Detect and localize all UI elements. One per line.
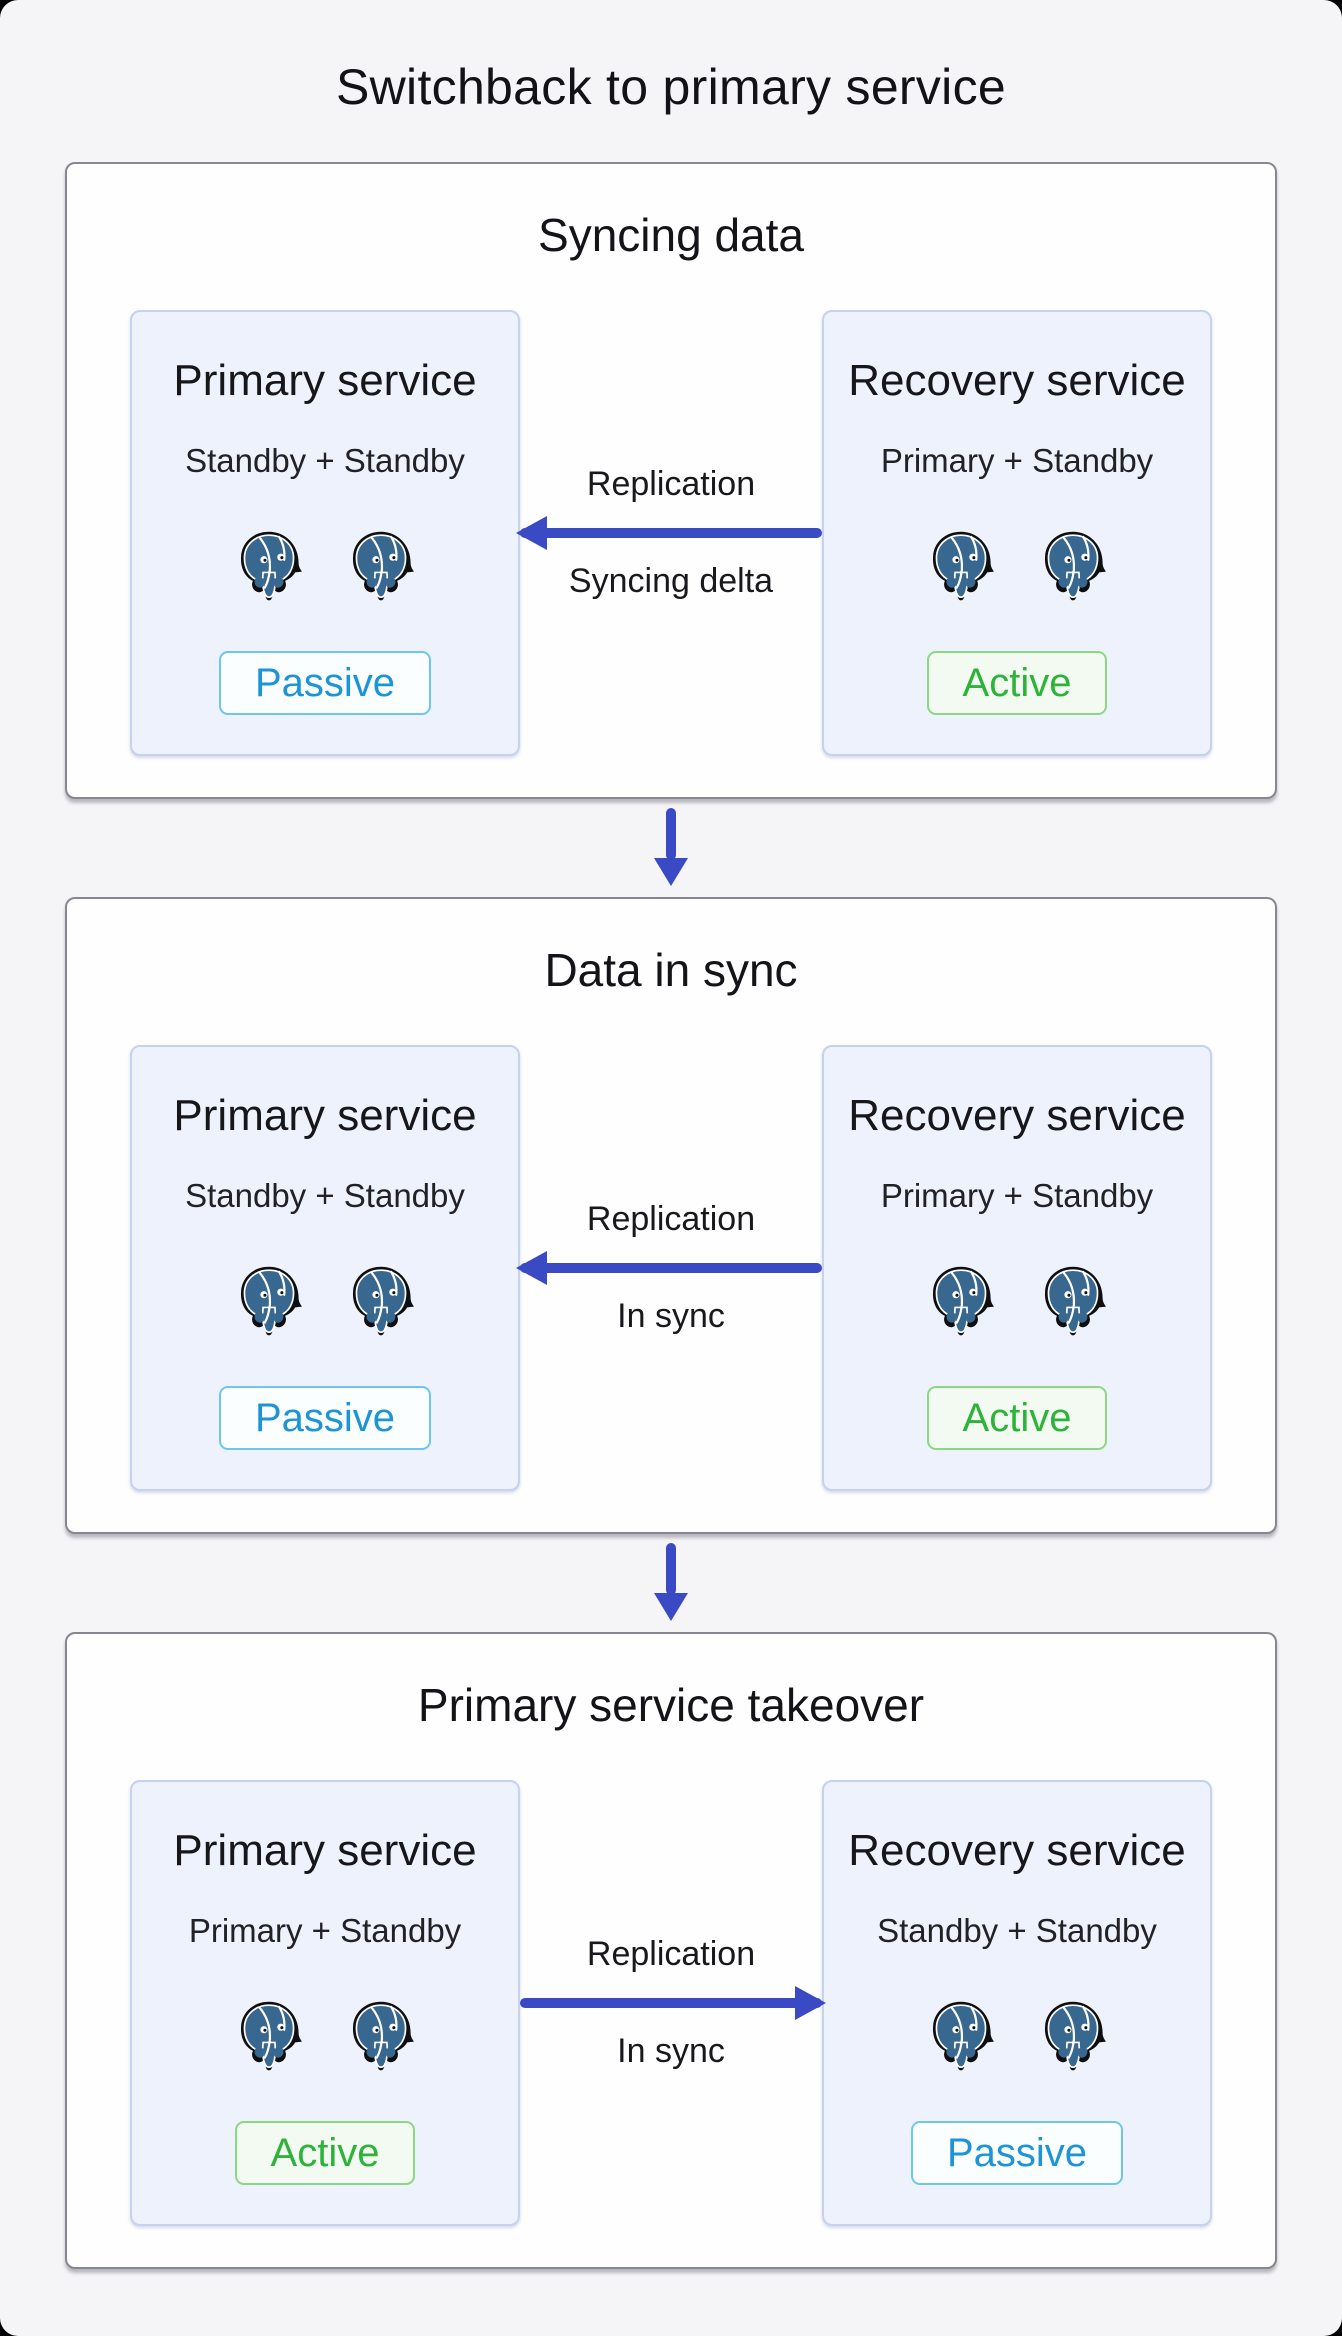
service-subtitle: Standby + Standby [185, 1177, 465, 1214]
postgresql-elephant-icon [348, 1265, 414, 1338]
service-card-recovery: Recovery service Standby + Standby Passi… [822, 1780, 1212, 2226]
service-subtitle: Primary + Standby [188, 1912, 462, 1949]
status-badge: Passive [218, 1386, 432, 1450]
postgresql-elephant-icon [348, 530, 414, 603]
stage-title: Data in sync [544, 944, 798, 996]
stage-connector [0, 1534, 1342, 1632]
replication-arrow-left-icon [520, 1263, 822, 1273]
postgresql-elephant-icon [236, 1265, 302, 1338]
database-icons [928, 2000, 1106, 2073]
postgresql-elephant-icon [1040, 1265, 1106, 1338]
stage-connector [0, 799, 1342, 897]
postgresql-elephant-icon [928, 530, 994, 603]
replication-arrow-right-icon [520, 1998, 822, 2008]
arrow-label-top: Replication [586, 465, 756, 503]
replication-arrow-group: Replication In sync [520, 1200, 822, 1336]
postgresql-elephant-icon [1040, 2000, 1106, 2073]
service-subtitle: Primary + Standby [880, 1177, 1154, 1214]
arrow-label-top: Replication [586, 1200, 756, 1238]
stage-panel-data-in-sync: Data in sync Primary service Standby + S… [65, 897, 1277, 1534]
service-title: Primary service [173, 356, 477, 405]
service-subtitle: Primary + Standby [880, 442, 1154, 479]
replication-arrow-left-icon [520, 528, 822, 538]
diagram-title: Switchback to primary service [335, 59, 1006, 115]
postgresql-elephant-icon [236, 2000, 302, 2073]
status-badge: Active [926, 651, 1108, 715]
status-badge: Active [234, 2121, 416, 2185]
stage-row: Primary service Primary + Standby Active… [67, 1780, 1275, 2226]
postgresql-elephant-icon [1040, 530, 1106, 603]
service-card-recovery: Recovery service Primary + Standby Activ… [822, 310, 1212, 756]
database-icons [236, 530, 414, 603]
stage-row: Primary service Standby + Standby Passiv… [67, 310, 1275, 756]
database-icons [928, 530, 1106, 603]
stage-panel-syncing-data: Syncing data Primary service Standby + S… [65, 162, 1277, 799]
stage-panel-primary-takeover: Primary service takeover Primary service… [65, 1632, 1277, 2269]
service-card-recovery: Recovery service Primary + Standby Activ… [822, 1045, 1212, 1491]
postgresql-elephant-icon [236, 530, 302, 603]
database-icons [928, 1265, 1106, 1338]
service-title: Primary service [173, 1091, 477, 1140]
postgresql-elephant-icon [928, 2000, 994, 2073]
service-subtitle: Standby + Standby [877, 1912, 1157, 1949]
service-title: Primary service [173, 1826, 477, 1875]
replication-arrow-group: Replication In sync [520, 1935, 822, 2071]
postgresql-elephant-icon [928, 1265, 994, 1338]
service-title: Recovery service [848, 1826, 1186, 1875]
service-title: Recovery service [848, 356, 1186, 405]
postgresql-elephant-icon [348, 2000, 414, 2073]
stage-title: Syncing data [538, 209, 804, 261]
database-icons [236, 1265, 414, 1338]
status-badge: Active [926, 1386, 1108, 1450]
service-card-primary: Primary service Standby + Standby Passiv… [130, 310, 520, 756]
arrow-label-bottom: Syncing delta [568, 562, 774, 600]
database-icons [236, 2000, 414, 2073]
replication-arrow-group: Replication Syncing delta [520, 465, 822, 601]
arrow-label-bottom: In sync [617, 2032, 725, 2070]
arrow-label-bottom: In sync [617, 1297, 725, 1335]
status-badge: Passive [218, 651, 432, 715]
service-subtitle: Standby + Standby [185, 442, 465, 479]
service-card-primary: Primary service Standby + Standby Passiv… [130, 1045, 520, 1491]
arrow-label-top: Replication [586, 1935, 756, 1973]
service-card-primary: Primary service Primary + Standby Active [130, 1780, 520, 2226]
down-arrow-icon [654, 1543, 688, 1621]
service-title: Recovery service [848, 1091, 1186, 1140]
down-arrow-icon [654, 808, 688, 886]
stage-title: Primary service takeover [417, 1679, 925, 1731]
stage-row: Primary service Standby + Standby Passiv… [67, 1045, 1275, 1491]
status-badge: Passive [910, 2121, 1124, 2185]
